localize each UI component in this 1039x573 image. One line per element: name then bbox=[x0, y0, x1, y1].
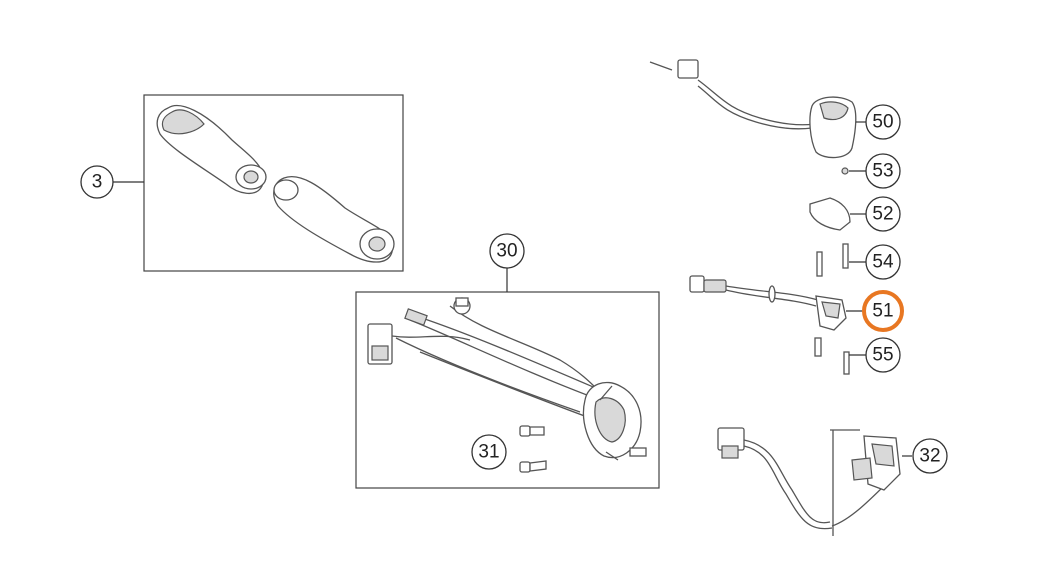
callout-53[interactable]: 53 bbox=[865, 153, 901, 189]
screws-54-drawing bbox=[816, 243, 849, 277]
callout-50[interactable]: 50 bbox=[865, 104, 901, 140]
callout-3-label: 3 bbox=[92, 172, 103, 193]
cover-52-drawing bbox=[809, 197, 851, 231]
callout-54[interactable]: 54 bbox=[865, 244, 901, 280]
callout-3[interactable]: 3 bbox=[80, 165, 114, 199]
callout-32-label: 32 bbox=[919, 446, 940, 467]
switch-51-drawing bbox=[689, 275, 847, 331]
switch-32-drawing bbox=[717, 427, 901, 536]
callout-55[interactable]: 55 bbox=[865, 337, 901, 373]
callout-30[interactable]: 30 bbox=[489, 233, 525, 269]
grip-set-box bbox=[143, 94, 404, 272]
callout-31[interactable]: 31 bbox=[471, 434, 507, 470]
callout-31-label: 31 bbox=[478, 442, 499, 463]
callout-54-label: 54 bbox=[872, 252, 894, 273]
ball-53-drawing bbox=[841, 167, 849, 175]
callout-53-label: 53 bbox=[872, 161, 893, 182]
callout-52[interactable]: 52 bbox=[865, 196, 901, 232]
callout-50-label: 50 bbox=[872, 112, 893, 133]
throttle-assembly-drawing bbox=[355, 291, 660, 489]
screws-31-drawing bbox=[519, 425, 547, 473]
callout-52-label: 52 bbox=[872, 204, 893, 225]
screws-55-drawing bbox=[814, 337, 850, 375]
callout-55-label: 55 bbox=[872, 345, 893, 366]
callout-30-label: 30 bbox=[496, 241, 517, 262]
grip-set-drawing bbox=[143, 94, 404, 272]
switch-50-drawing bbox=[649, 59, 857, 159]
callout-51[interactable]: 51 bbox=[862, 290, 904, 332]
callout-51-highlight-ring bbox=[862, 290, 904, 332]
callout-51-label: 51 bbox=[872, 301, 893, 322]
callout-32[interactable]: 32 bbox=[912, 438, 948, 474]
